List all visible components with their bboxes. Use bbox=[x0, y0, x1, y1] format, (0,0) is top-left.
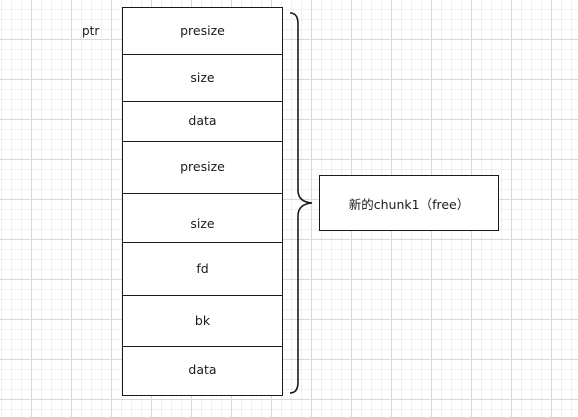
cell-size-1-label: size bbox=[190, 69, 215, 85]
cell-size-1: size bbox=[122, 53, 283, 103]
cell-data-1: data bbox=[122, 101, 283, 142]
free-chunk-box: 新的chunk1（free） bbox=[319, 175, 499, 231]
cell-data-2-label: data bbox=[188, 362, 217, 378]
cell-fd-label: fd bbox=[196, 260, 209, 276]
cell-size-2-label: size bbox=[190, 215, 215, 231]
cell-size-2: size bbox=[122, 193, 283, 243]
cell-presize-2: presize bbox=[122, 140, 283, 195]
curly-brace-icon bbox=[289, 12, 313, 394]
cell-presize-2-label: presize bbox=[180, 159, 225, 175]
cell-presize-1: presize bbox=[122, 7, 283, 55]
cell-presize-1-label: presize bbox=[180, 22, 225, 38]
memory-chunk-stack: presize size data presize size fd bk dat… bbox=[122, 7, 283, 396]
free-chunk-label: 新的chunk1（free） bbox=[348, 196, 470, 212]
cell-bk: bk bbox=[122, 295, 283, 347]
cell-bk-label: bk bbox=[194, 312, 211, 328]
cell-data-1-label: data bbox=[188, 113, 217, 129]
ptr-label: ptr bbox=[82, 24, 100, 38]
cell-fd: fd bbox=[122, 241, 283, 297]
cell-data-2: data bbox=[122, 345, 283, 396]
